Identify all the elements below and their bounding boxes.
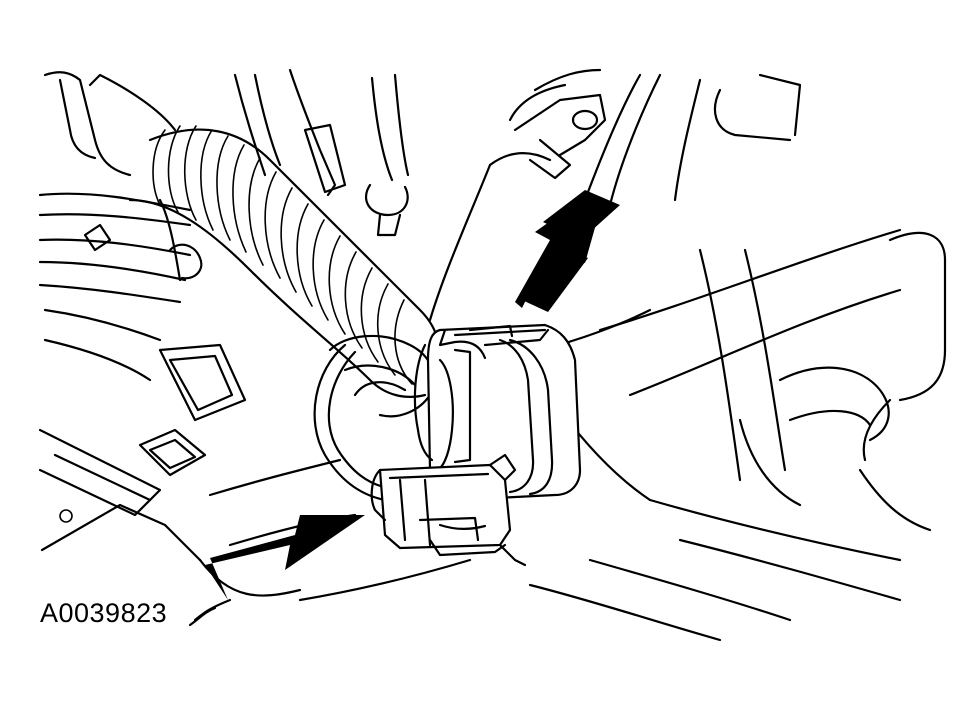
right-body-panel <box>538 228 947 622</box>
figure-label-leader <box>188 606 217 627</box>
harness-clip <box>138 343 247 477</box>
upper-connector <box>413 323 582 502</box>
callout-arrows <box>205 190 620 600</box>
arrow-icon <box>205 515 365 600</box>
upper-brackets <box>88 68 410 237</box>
arrow-icon <box>522 190 620 312</box>
lower-connector <box>370 453 527 567</box>
wire-loop <box>313 343 390 502</box>
figure-id-label: A0039823 <box>40 598 168 628</box>
wiring-harness <box>38 192 203 382</box>
mounting-bracket <box>428 68 802 322</box>
